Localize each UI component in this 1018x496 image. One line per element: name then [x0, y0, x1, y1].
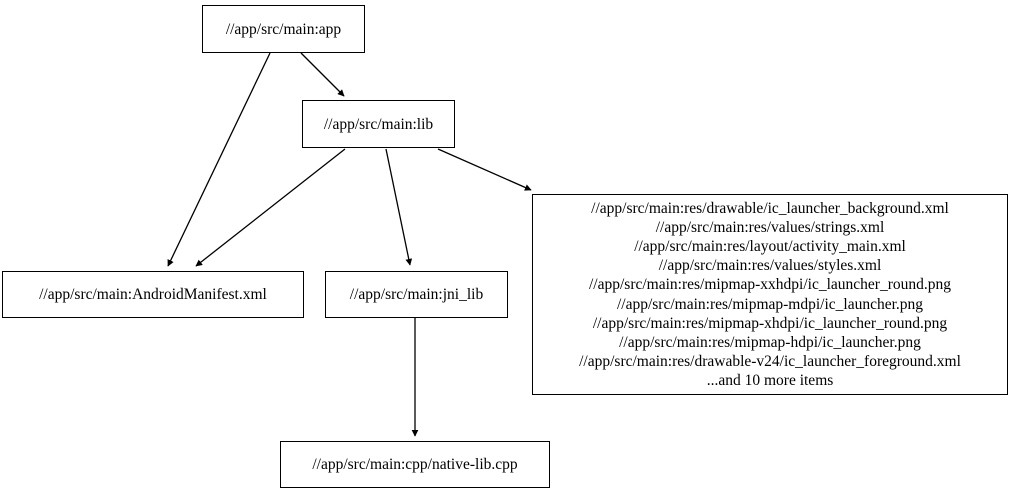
- graph-node-native-lib-cpp-label: //app/src/main:cpp/native-lib.cpp: [312, 456, 518, 473]
- graph-node-res-group[interactable]: //app/src/main:res/drawable/ic_launcher_…: [532, 194, 1008, 395]
- graph-node-lib[interactable]: //app/src/main:lib: [302, 100, 455, 148]
- graph-node-lib-label: //app/src/main:lib: [323, 115, 434, 133]
- edge-lib-to-res: [437, 148, 532, 191]
- graph-node-jni-lib[interactable]: //app/src/main:jni_lib: [325, 271, 508, 318]
- graph-node-android-manifest-label: //app/src/main:AndroidManifest.xml: [39, 286, 267, 303]
- graph-node-android-manifest[interactable]: //app/src/main:AndroidManifest.xml: [2, 271, 304, 318]
- graph-node-app[interactable]: //app/src/main:app: [202, 5, 365, 53]
- edge-lib-to-manifest: [195, 148, 346, 267]
- graph-node-jni-lib-label: //app/src/main:jni_lib: [349, 286, 484, 303]
- graph-node-app-label: //app/src/main:app: [225, 20, 342, 38]
- graph-node-native-lib-cpp[interactable]: //app/src/main:cpp/native-lib.cpp: [280, 441, 550, 488]
- graph-node-res-group-label: //app/src/main:res/drawable/ic_launcher_…: [579, 200, 961, 389]
- edge-app-to-manifest: [167, 52, 271, 267]
- edge-app-to-lib: [300, 52, 345, 97]
- edge-lib-to-jni-lib: [385, 148, 413, 266]
